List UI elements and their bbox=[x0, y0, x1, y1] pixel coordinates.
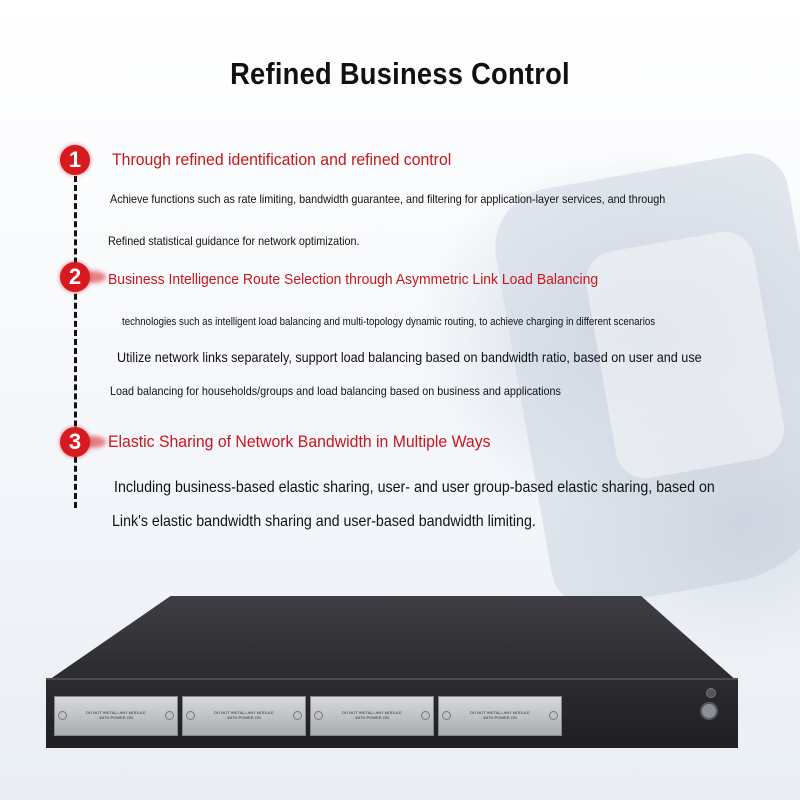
slot-warning-label: DO NOT INSTALL ANY MODULE WITH POWER ON bbox=[470, 710, 530, 720]
section-2-heading: Business Intelligence Route Selection th… bbox=[108, 271, 599, 288]
section-3-line-1: Including business-based elastic sharing… bbox=[114, 479, 715, 496]
module-slot-3: DO NOT INSTALL ANY MODULE WITH POWER ON bbox=[310, 696, 434, 736]
section-3-line-2: Link's elastic bandwidth sharing and use… bbox=[112, 513, 536, 530]
screw-icon bbox=[186, 711, 195, 720]
section-3-number-badge: 3 bbox=[60, 427, 106, 457]
module-slot-2: DO NOT INSTALL ANY MODULE WITH POWER ON bbox=[182, 696, 306, 736]
badge-glow bbox=[80, 271, 106, 283]
device-top-panel bbox=[46, 596, 738, 682]
device-front-panel: DO NOT INSTALL ANY MODULE WITH POWER ON … bbox=[46, 678, 738, 748]
screw-icon bbox=[421, 711, 430, 720]
power-led-icon bbox=[706, 688, 716, 698]
router-device-image: DO NOT INSTALL ANY MODULE WITH POWER ON … bbox=[46, 596, 738, 748]
screw-icon bbox=[314, 711, 323, 720]
section-2-line-1: technologies such as intelligent load ba… bbox=[122, 316, 656, 328]
module-slot-1: DO NOT INSTALL ANY MODULE WITH POWER ON bbox=[54, 696, 178, 736]
section-2-line-3: Load balancing for households/groups and… bbox=[110, 384, 561, 398]
section-1-line-2: Refined statistical guidance for network… bbox=[108, 234, 360, 248]
screw-icon bbox=[293, 711, 302, 720]
section-3-heading: Elastic Sharing of Network Bandwidth in … bbox=[108, 432, 491, 451]
slot-warning-label: DO NOT INSTALL ANY MODULE WITH POWER ON bbox=[342, 710, 402, 720]
ground-knob-icon bbox=[700, 702, 718, 720]
section-1-line-1: Achieve functions such as rate limiting,… bbox=[110, 192, 666, 206]
module-slot-4: DO NOT INSTALL ANY MODULE WITH POWER ON bbox=[438, 696, 562, 736]
section-2-number-badge: 2 bbox=[60, 262, 106, 292]
slot-warning-label: DO NOT INSTALL ANY MODULE WITH POWER ON bbox=[214, 710, 274, 720]
screw-icon bbox=[549, 711, 558, 720]
badge-glow bbox=[80, 436, 106, 448]
timeline-dashed-line bbox=[74, 176, 77, 508]
screw-icon bbox=[442, 711, 451, 720]
slot-warning-label: DO NOT INSTALL ANY MODULE WITH POWER ON bbox=[86, 710, 146, 720]
section-2-line-2: Utilize network links separately, suppor… bbox=[117, 349, 702, 365]
screw-icon bbox=[58, 711, 67, 720]
section-1-heading: Through refined identification and refin… bbox=[112, 150, 452, 169]
page-title: Refined Business Control bbox=[230, 56, 570, 91]
screw-icon bbox=[165, 711, 174, 720]
section-1-number-badge: 1 bbox=[60, 145, 90, 175]
